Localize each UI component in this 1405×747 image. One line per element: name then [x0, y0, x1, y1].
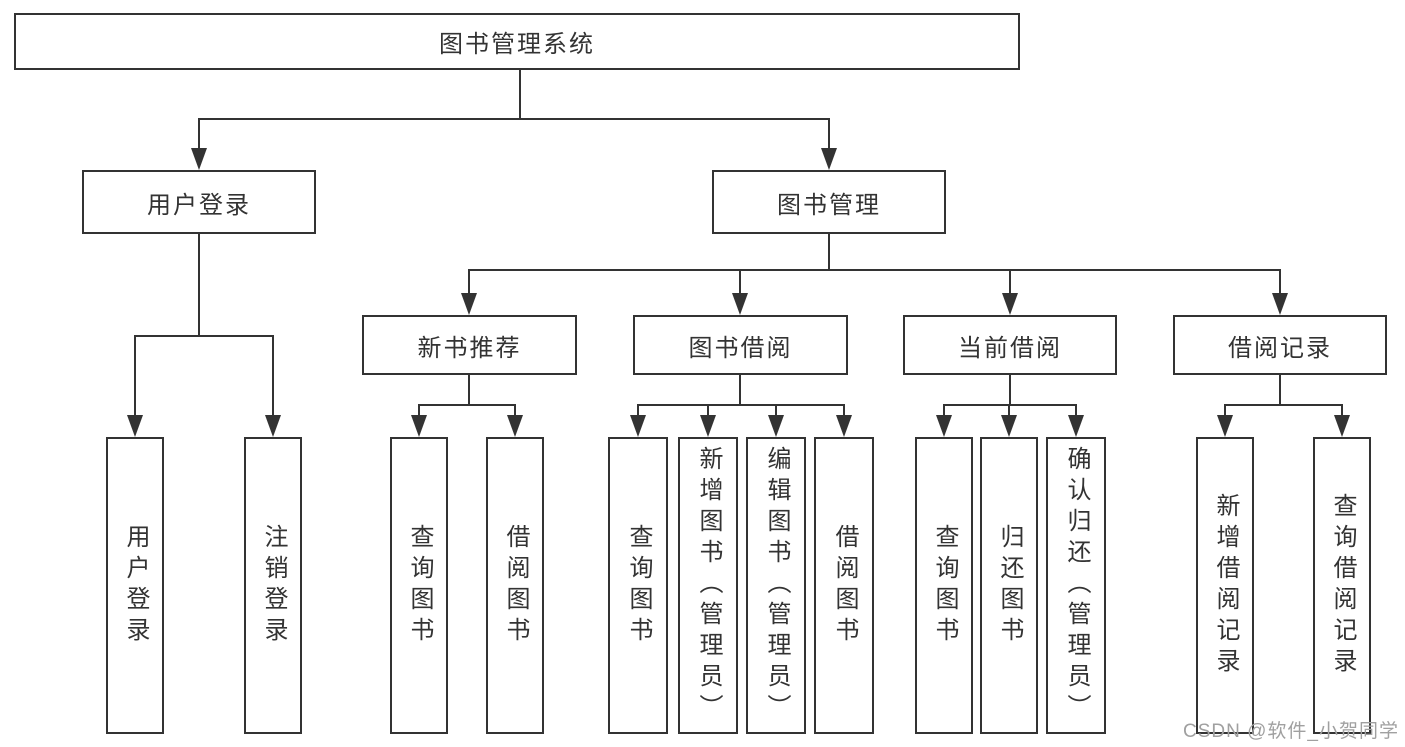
node-current-borrow: 当前借阅 [903, 315, 1117, 375]
connector-line [468, 375, 470, 406]
leaf-label: 查询图书 [931, 523, 958, 648]
arrow-shaft [1075, 404, 1077, 417]
leaf-query-books-3: 查询图书 [915, 437, 973, 734]
connector-line [828, 234, 830, 271]
connector-line [637, 404, 845, 406]
arrow-down-icon [127, 415, 143, 437]
arrow-down-icon [461, 293, 477, 315]
arrow-shaft [828, 118, 830, 148]
arrow-shaft [272, 335, 274, 416]
node-label: 图书借阅 [688, 334, 793, 362]
connector-line [418, 404, 516, 406]
node-label: 新书推荐 [417, 334, 522, 362]
leaf-label: 借阅图书 [831, 523, 858, 648]
arrow-down-icon [732, 293, 748, 315]
leaf-add-borrow-record: 新增借阅记录 [1196, 437, 1254, 734]
arrow-shaft [1008, 404, 1010, 417]
arrow-down-icon [768, 415, 784, 437]
arrow-down-icon [630, 415, 646, 437]
connector-line [134, 335, 274, 337]
leaf-label: 归还图书 [996, 523, 1023, 648]
leaf-borrow-books-2: 借阅图书 [814, 437, 874, 734]
connector-line [943, 404, 1077, 406]
leaf-label: 借阅图书 [502, 523, 529, 648]
leaf-label: 编辑图书（管理员） [763, 446, 790, 725]
leaf-label: 查询图书 [625, 523, 652, 648]
arrow-down-icon [1272, 293, 1288, 315]
connector-line [1224, 404, 1343, 406]
arrow-down-icon [191, 148, 207, 170]
arrow-shaft [1341, 404, 1343, 417]
arrow-shaft [418, 404, 420, 417]
leaf-query-books-2: 查询图书 [608, 437, 668, 734]
arrow-shaft [198, 118, 200, 148]
leaf-borrow-books-1: 借阅图书 [486, 437, 544, 734]
arrow-down-icon [1068, 415, 1084, 437]
leaf-label: 查询图书 [406, 523, 433, 648]
leaf-add-books-admin: 新增图书（管理员） [678, 437, 738, 734]
node-label: 借阅记录 [1228, 334, 1332, 362]
connector-line [739, 375, 741, 406]
arrow-shaft [943, 404, 945, 417]
node-system-root: 图书管理系统 [14, 13, 1020, 70]
connector-line [1279, 375, 1281, 406]
leaf-label: 注销登录 [260, 523, 287, 648]
arrow-shaft [707, 404, 709, 417]
leaf-label: 确认归还（管理员） [1063, 446, 1090, 725]
arrow-down-icon [1002, 293, 1018, 315]
leaf-label: 查询借阅记录 [1329, 492, 1356, 679]
arrow-down-icon [1334, 415, 1350, 437]
leaf-label: 新增图书（管理员） [695, 446, 722, 725]
leaf-user-login: 用户登录 [106, 437, 164, 734]
arrow-down-icon [1001, 415, 1017, 437]
arrow-shaft [1224, 404, 1226, 417]
arrow-down-icon [821, 148, 837, 170]
arrow-shaft [843, 404, 845, 417]
leaf-query-borrow-record: 查询借阅记录 [1313, 437, 1371, 734]
node-label: 图书管理 [777, 191, 881, 219]
connector-line [198, 234, 200, 337]
arrow-shaft [134, 335, 136, 416]
node-label: 当前借阅 [958, 334, 1062, 362]
arrow-shaft [514, 404, 516, 417]
node-book-management: 图书管理 [712, 170, 946, 234]
node-label: 图书管理系统 [439, 31, 595, 58]
arrow-shaft [739, 269, 741, 294]
arrow-down-icon [411, 415, 427, 437]
leaf-confirm-return-admin: 确认归还（管理员） [1046, 437, 1106, 734]
arrow-shaft [1009, 269, 1011, 294]
node-new-book-recommend: 新书推荐 [362, 315, 577, 375]
connector-line [1009, 375, 1011, 406]
connector-line [468, 269, 1281, 271]
node-borrow-records: 借阅记录 [1173, 315, 1387, 375]
leaf-label: 用户登录 [122, 523, 149, 648]
node-user-login: 用户登录 [82, 170, 316, 234]
leaf-return-books: 归还图书 [980, 437, 1038, 734]
arrow-shaft [775, 404, 777, 417]
arrow-down-icon [700, 415, 716, 437]
connector-line [198, 118, 830, 120]
arrow-shaft [1279, 269, 1281, 294]
leaf-label: 新增借阅记录 [1212, 492, 1239, 679]
watermark: CSDN @软件_小贺同学 [1183, 721, 1399, 742]
arrow-shaft [468, 269, 470, 294]
connector-line [519, 70, 521, 120]
node-label: 用户登录 [147, 191, 251, 219]
arrow-down-icon [1217, 415, 1233, 437]
arrow-down-icon [265, 415, 281, 437]
arrow-down-icon [936, 415, 952, 437]
arrow-down-icon [836, 415, 852, 437]
leaf-edit-books-admin: 编辑图书（管理员） [746, 437, 806, 734]
node-book-borrow: 图书借阅 [633, 315, 848, 375]
arrow-shaft [637, 404, 639, 417]
leaf-logout: 注销登录 [244, 437, 302, 734]
leaf-query-books-1: 查询图书 [390, 437, 448, 734]
arrow-down-icon [507, 415, 523, 437]
